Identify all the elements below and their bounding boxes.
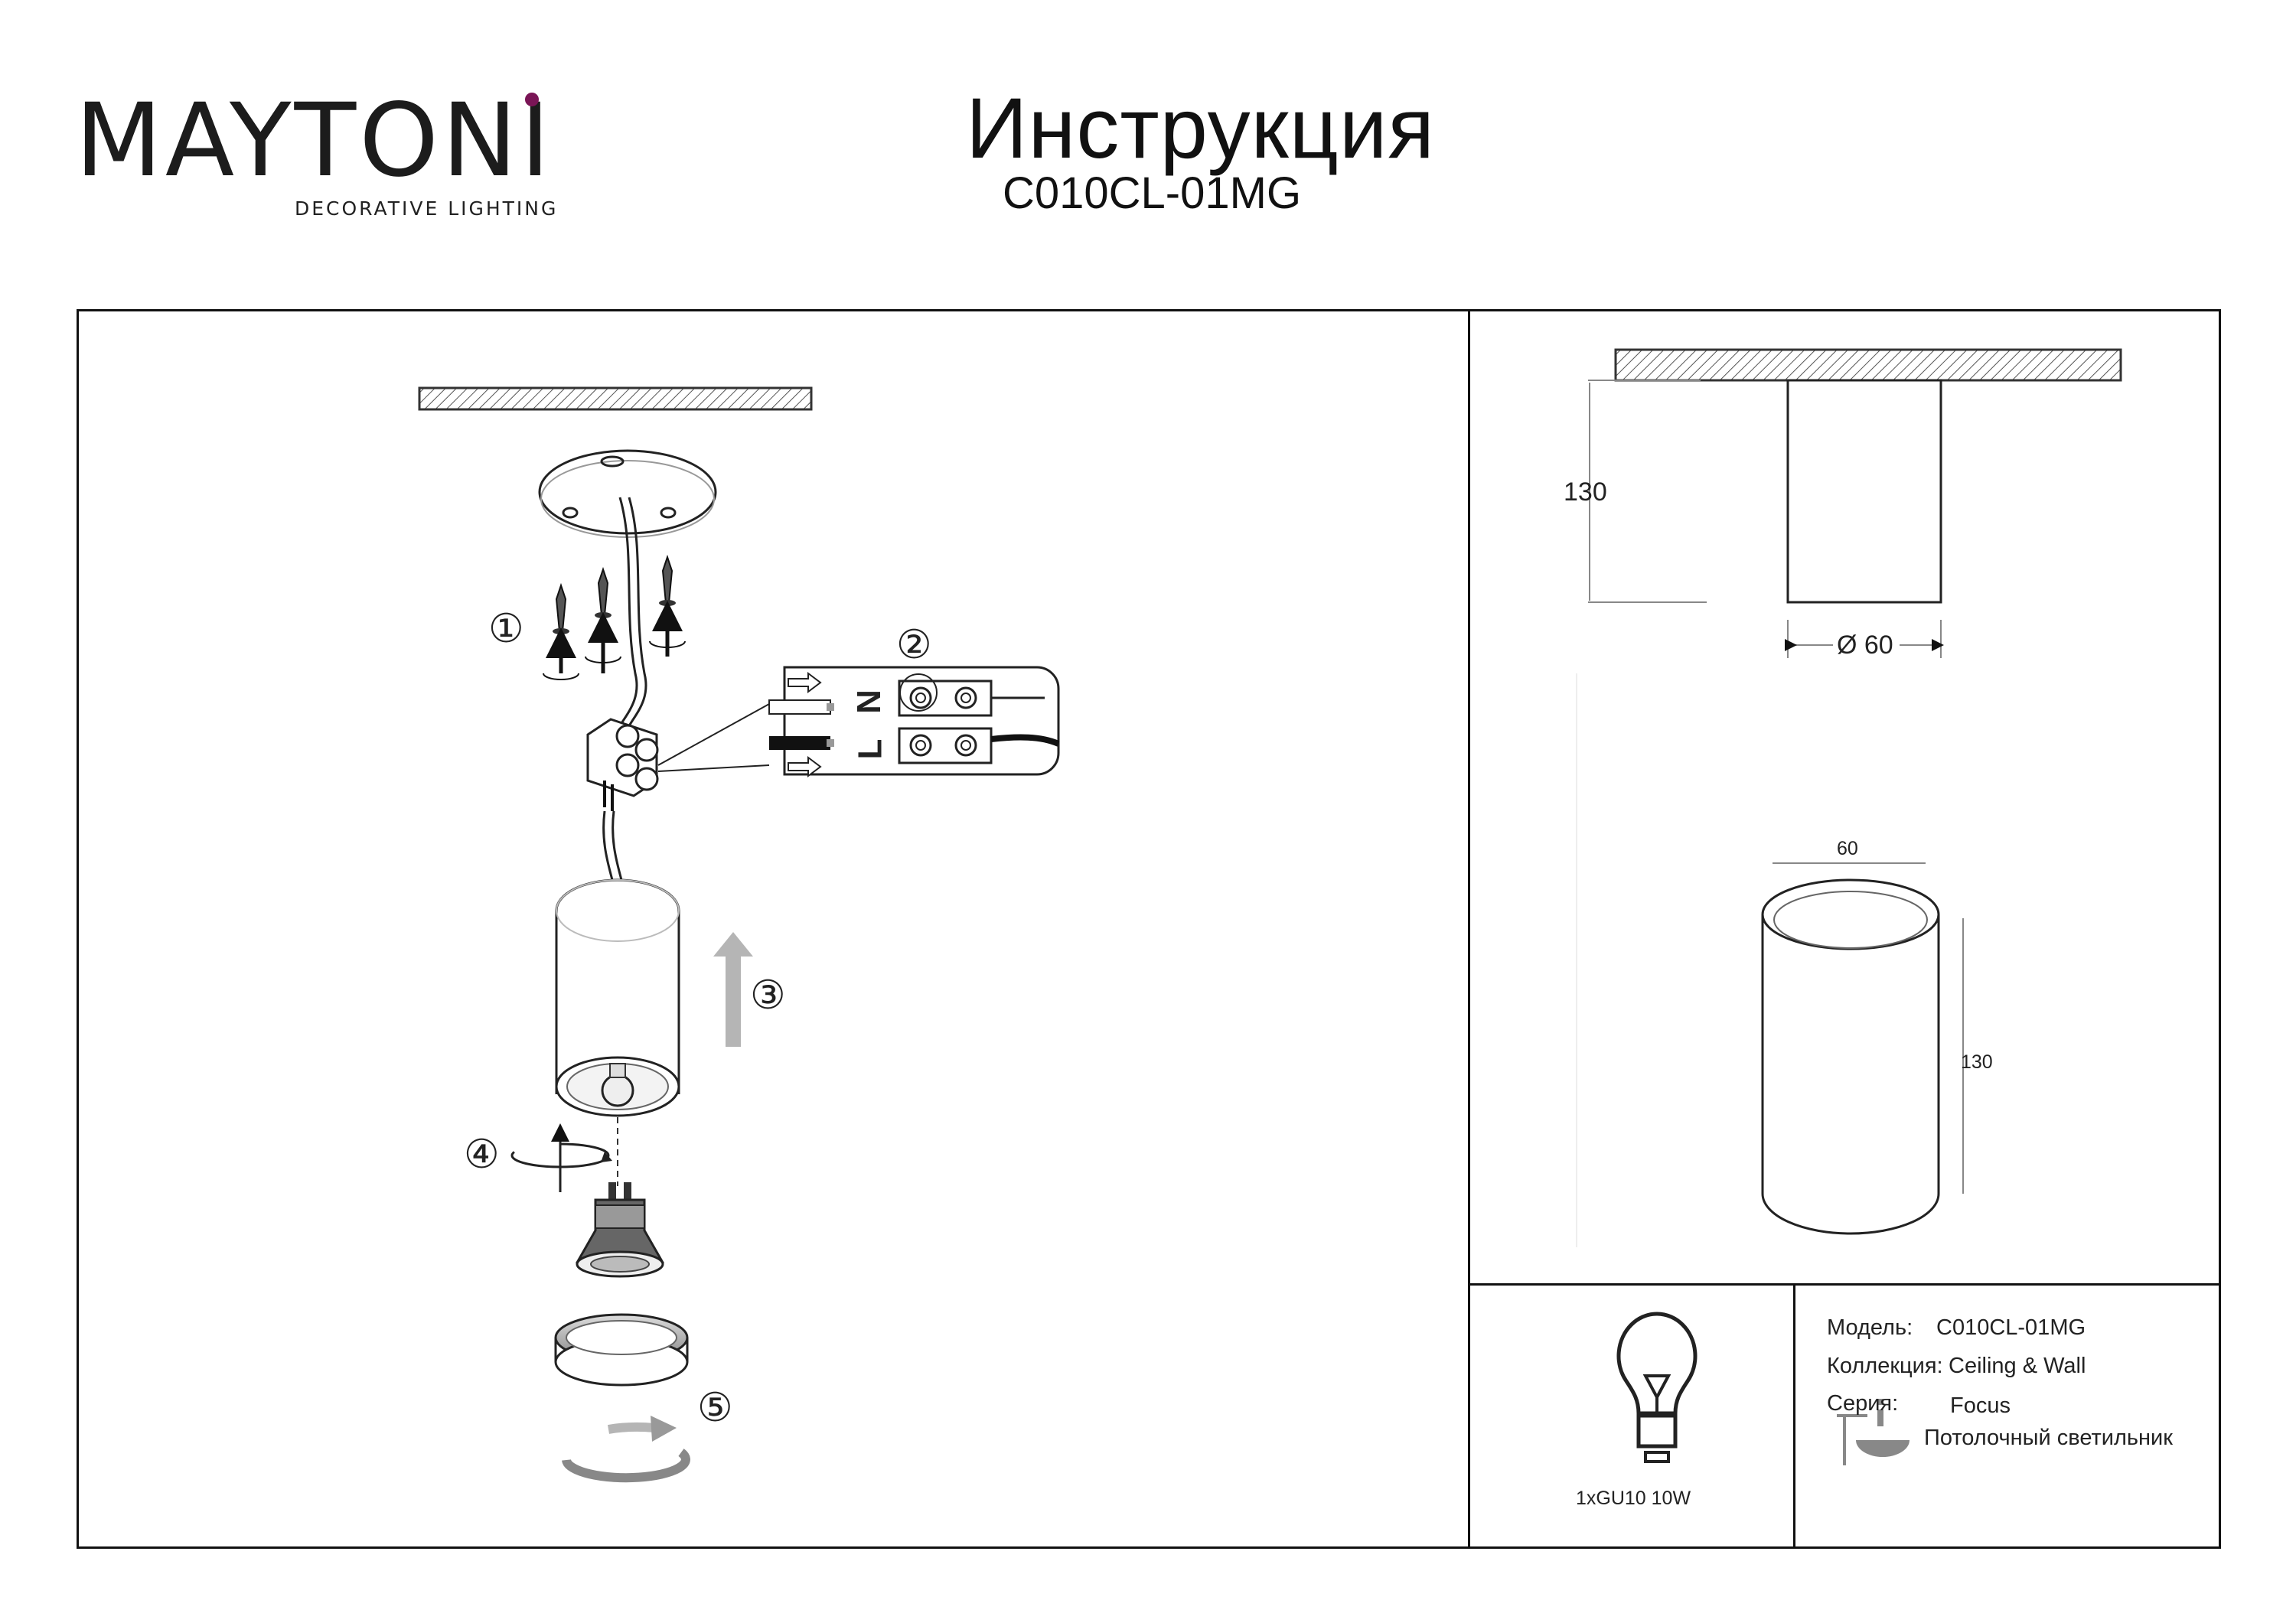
- dimension-drawing-top: [1576, 348, 2122, 1247]
- dim-width-bottom: 60: [1837, 838, 1858, 859]
- rotate-arrow-icon: [510, 1123, 612, 1192]
- lamp-spec: 1xGU10 10W: [1576, 1488, 1691, 1509]
- step-5-label: ⑤: [697, 1386, 733, 1430]
- model-code: C010CL-01MG: [1003, 168, 1302, 218]
- panel-divider: [1793, 1283, 1795, 1549]
- step-1-label: ①: [488, 607, 524, 651]
- spec-series-value: Focus: [1950, 1393, 2011, 1418]
- page-title: Инструкция: [966, 80, 1436, 176]
- spec-series-label: Серия:: [1827, 1391, 1899, 1416]
- wire-live-label: L: [851, 738, 889, 760]
- step-4-label: ④: [464, 1133, 500, 1177]
- ceiling-lamp-icon: [1837, 1399, 1910, 1465]
- brand-tagline: DECORATIVE LIGHTING: [295, 197, 559, 220]
- instruction-frame: [77, 309, 2221, 1549]
- gu10-bulb: [576, 1182, 664, 1278]
- wiring-detail: [768, 666, 1060, 777]
- panel-divider: [1468, 1283, 2221, 1286]
- spec-collection-value: Ceiling & Wall: [1949, 1354, 2086, 1378]
- screw-icon: [649, 554, 686, 657]
- spec-model-value: C010CL-01MG: [1936, 1315, 2086, 1340]
- trim-ring: [554, 1313, 689, 1387]
- ceiling-slab: [418, 386, 813, 411]
- dim-diameter-top: Ø 60: [1837, 631, 1893, 660]
- wire-neutral-label: N: [850, 689, 888, 714]
- rotate-arrow-icon: [562, 1416, 690, 1483]
- step-2-label: ②: [896, 623, 932, 667]
- dim-height-top: 130: [1564, 477, 1607, 507]
- dim-height-bottom: 130: [1961, 1051, 1993, 1073]
- up-arrow-icon: [713, 932, 753, 1047]
- spec-collection-label: Коллекция:: [1827, 1354, 1943, 1378]
- bulb-icon: [1616, 1312, 1698, 1463]
- mounting-plate: [538, 449, 717, 538]
- screw-icon: [543, 582, 579, 680]
- logo-dot-icon: [525, 93, 539, 106]
- fixture-body: [555, 810, 680, 1117]
- dimension-drawing-3d: [1761, 862, 1964, 1235]
- panel-divider: [1468, 309, 1470, 1549]
- brand-logo: MAYTONI: [75, 82, 553, 200]
- spec-model-label: Модель:: [1827, 1315, 1913, 1340]
- spec-type-value: Потолочный светильник: [1924, 1426, 2173, 1450]
- screw-icon: [585, 566, 621, 673]
- terminal-block: [586, 718, 659, 811]
- step-3-label: ③: [750, 973, 786, 1018]
